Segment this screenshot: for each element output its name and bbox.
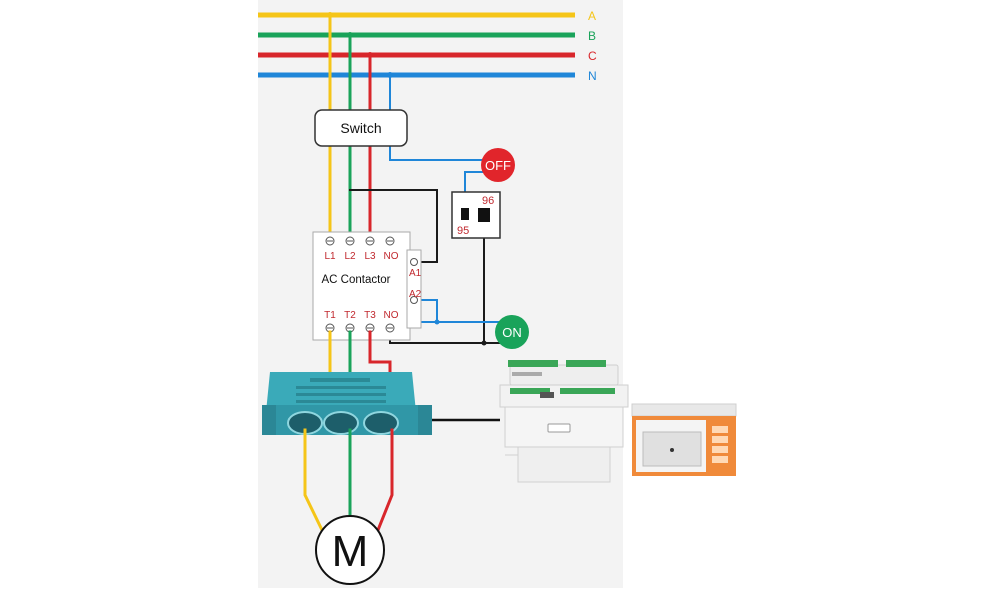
contactor-top-screws [325,236,395,246]
terminal-t1: T1 [324,310,336,321]
motor-wires [303,428,394,533]
bus-c-label: C [588,49,597,63]
motor: M [315,515,385,585]
terminal-l2: L2 [344,251,356,262]
phase-wires-lower [328,330,392,377]
display-unit [631,403,737,476]
on-button-label: ON [502,325,522,340]
relay-terminal-95: 95 [457,225,469,237]
bus-n-label: N [588,69,597,83]
current-transformer [262,372,432,435]
off-button-label: OFF [485,158,511,173]
bus-b-label: B [588,29,596,43]
terminal-no-bottom: NO [384,310,399,321]
thermal-relay: 96 95 [451,191,501,239]
relay-terminal-96: 96 [482,195,494,207]
motor-protector-module [499,360,629,483]
motor-label: M [332,527,369,576]
contactor-label: AC Contactor [321,274,390,286]
supply-buses: A B C N [258,9,597,83]
off-button[interactable]: OFF [481,148,515,182]
terminal-a1: A1 [409,268,422,279]
terminal-t2: T2 [344,310,356,321]
terminal-t3: T3 [364,310,376,321]
on-button[interactable]: ON [495,315,529,349]
bus-a-label: A [588,9,596,23]
terminal-no-top: NO [384,251,399,262]
terminal-l1: L1 [324,251,336,262]
switch[interactable]: Switch [314,109,408,147]
terminal-a2: A2 [409,289,422,300]
terminal-l3: L3 [364,251,376,262]
ac-contactor: L1 L2 L3 NO AC Contactor A1 A2 T1 T2 T3 … [312,231,422,341]
switch-label: Switch [340,120,381,136]
